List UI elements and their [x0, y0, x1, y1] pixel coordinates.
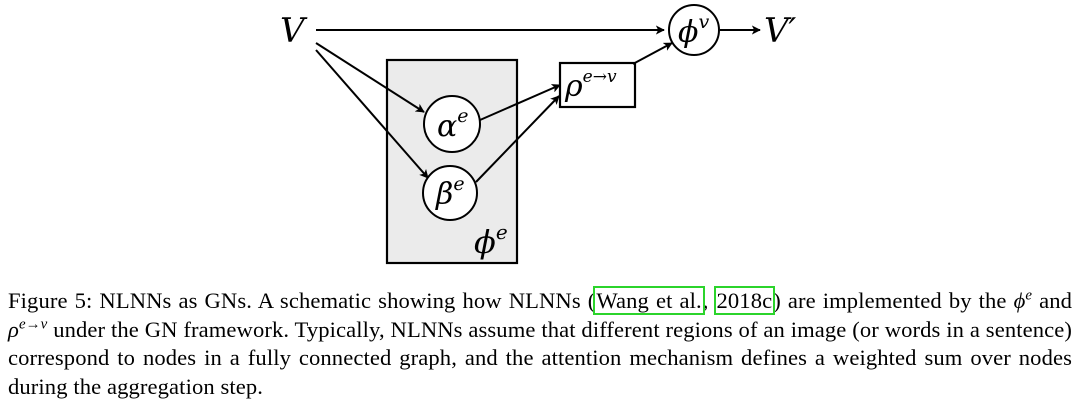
caption-text-part1: NLNNs as GNs. A schematic showing how NL… — [92, 288, 596, 313]
arrow-rho-to-phi-v — [632, 42, 673, 65]
arrow-v-to-alpha — [315, 42, 425, 113]
beta-e-label: βe — [435, 173, 465, 212]
input-v-label: V — [280, 11, 308, 51]
rho-box — [558, 61, 637, 109]
arrow-v-to-beta — [315, 49, 429, 179]
caption-phi-sup: e — [1025, 287, 1033, 304]
caption-rho-symbol: ρ — [8, 316, 19, 342]
arrow-beta-to-rho — [475, 95, 560, 183]
phi-v-node — [668, 4, 720, 56]
caption-separator: , — [702, 288, 716, 313]
rho-label: ρe→v — [564, 67, 617, 104]
caption-text-part2: ) are implemented by the — [773, 288, 1014, 313]
caption-rho-sup: e→v — [18, 315, 48, 332]
alpha-node — [423, 95, 481, 153]
caption-and: and — [1032, 288, 1073, 313]
figure-caption: Figure 5: NLNNs as GNs. A schematic show… — [8, 286, 1073, 401]
arrow-alpha-to-rho — [479, 84, 561, 121]
caption-phi-symbol: ϕ — [1013, 288, 1026, 313]
citation-link-2018c[interactable]: 2018c — [713, 286, 776, 315]
alpha-e-label: αe — [437, 105, 469, 144]
caption-text-part3: under the GN framework. Typically, NLNNs… — [8, 316, 1072, 399]
phi-v-label: ϕv — [678, 11, 709, 50]
citation-link-wang[interactable]: Wang et al. — [593, 286, 705, 315]
output-v-prime-label: V′ — [764, 11, 797, 51]
caption-label: Figure 5: — [8, 288, 93, 313]
beta-node — [422, 165, 478, 221]
nlnn-schematic-diagram: V V′ ϕv αe βe ρe→v ϕe — [280, 4, 797, 265]
phi-e-label: ϕe — [474, 220, 508, 261]
